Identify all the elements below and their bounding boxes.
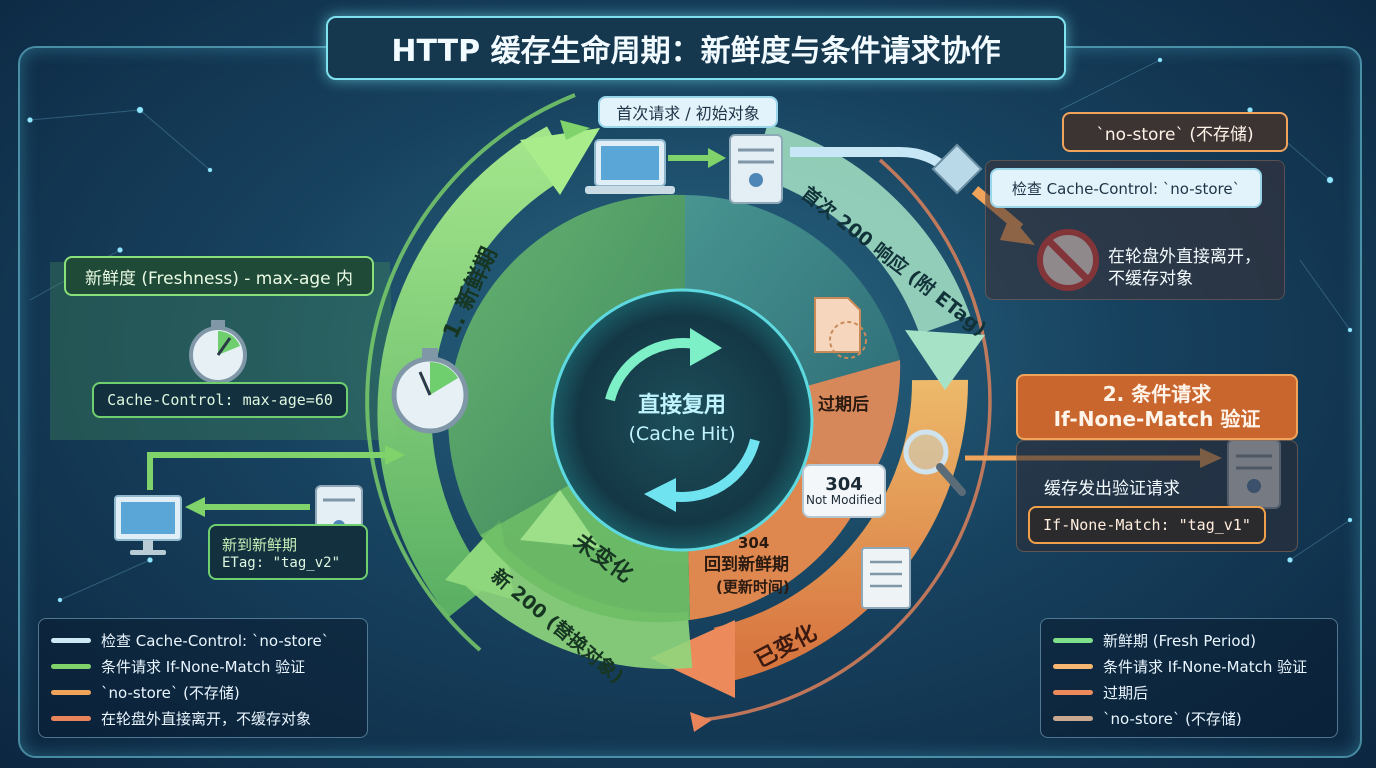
renew-box: 新到新鲜期 ETag: "tag_v2": [208, 524, 368, 580]
stopwatch-icon-large: [391, 348, 469, 434]
legend-label: 检查 Cache-Control: `no-store`: [101, 631, 330, 650]
back-fresh-line3: (更新时间): [716, 578, 790, 596]
back-fresh-line2: 回到新鲜期: [704, 554, 789, 575]
legend-swatch: [1053, 637, 1093, 643]
not-modified-badge: 304 Not Modified: [802, 464, 886, 518]
no-store-check: 检查 Cache-Control: `no-store`: [990, 168, 1262, 208]
legend-swatch: [1053, 689, 1093, 695]
legend-swatch: [1053, 663, 1093, 669]
fresh-arrowhead: [520, 128, 600, 195]
legend-left-item: 检查 Cache-Control: `no-store`: [51, 627, 355, 653]
freshness-header: Cache-Control: max-age=60: [92, 382, 348, 418]
conditional-header: If-None-Match: "tag_v1": [1028, 506, 1266, 544]
legend-label: 条件请求 If-None-Match 验证: [101, 657, 306, 676]
cycle-arrow-bottom: [663, 438, 760, 502]
renew-line2: ETag: "tag_v2": [222, 554, 341, 571]
initial-request-label: 首次请求 / 初始对象: [598, 96, 778, 128]
laptop-icon: [585, 139, 675, 194]
document-icon-changed: [861, 547, 911, 609]
legend-swatch: [1053, 715, 1093, 721]
legend-swatch: [51, 689, 91, 695]
center-disc: [550, 288, 814, 552]
document-icon-expired: [814, 297, 867, 359]
legend-left: 检查 Cache-Control: `no-store` 条件请求 If-Non…: [38, 618, 368, 738]
legend-right: 新鲜期 (Fresh Period) 条件请求 If-None-Match 验证…: [1040, 618, 1338, 738]
legend-label: `no-store` (不存储): [101, 683, 240, 702]
not-modified-code: 304: [825, 473, 863, 495]
legend-swatch: [51, 637, 91, 643]
cycle-arrow-top: [605, 338, 702, 402]
legend-left-item: `no-store` (不存储): [51, 679, 355, 705]
legend-right-item: 新鲜期 (Fresh Period): [1053, 627, 1325, 653]
legend-right-item: `no-store` (不存储): [1053, 705, 1325, 731]
expired-label: 过期后: [818, 395, 869, 415]
renew-line1: 新到新鲜期: [222, 535, 298, 554]
legend-swatch: [51, 663, 91, 669]
legend-label: `no-store` (不存储): [1103, 709, 1242, 728]
legend-left-item: 在轮盘外直接离开，不缓存对象: [51, 705, 355, 731]
conditional-title-line1: 2. 条件请求: [1102, 382, 1212, 406]
no-store-tag: `no-store` (不存储): [1062, 112, 1288, 152]
no-store-leave-line2: 不缓存对象: [1108, 269, 1193, 289]
center-line2: (Cache Hit): [629, 423, 736, 445]
server-icon-top: [729, 134, 783, 204]
conditional-title: 2. 条件请求 If-None-Match 验证: [1016, 374, 1298, 440]
not-modified-text: Not Modified: [805, 493, 883, 508]
conditional-title-line2: If-None-Match 验证: [1053, 407, 1261, 431]
freshness-label: 新鲜度 (Freshness) - max-age 内: [64, 256, 374, 296]
conditional-send: 缓存发出验证请求: [1044, 479, 1180, 499]
legend-label: 过期后: [1103, 683, 1149, 702]
center-line1: 直接复用: [638, 392, 726, 418]
outer-arc-first-200: [751, 124, 971, 335]
monitor-icon: [114, 495, 182, 555]
legend-label: 条件请求 If-None-Match 验证: [1103, 657, 1308, 676]
no-store-leave-line1: 在轮盘外直接离开，: [1108, 247, 1261, 267]
legend-left-item: 条件请求 If-None-Match 验证: [51, 653, 355, 679]
stopwatch-icon-small: [189, 320, 247, 384]
outer-arc-fresh: [377, 126, 574, 617]
legend-right-item: 条件请求 If-None-Match 验证: [1053, 653, 1325, 679]
legend-right-item: 过期后: [1053, 679, 1325, 705]
page-title: HTTP 缓存生命周期：新鲜度与条件请求协作: [326, 16, 1066, 80]
magnifier-icon: [903, 429, 966, 496]
diamond-icon: [931, 143, 983, 195]
legend-swatch: [51, 715, 91, 721]
back-fresh-line1: 304: [738, 534, 769, 552]
legend-label: 新鲜期 (Fresh Period): [1103, 631, 1256, 650]
changed-arrowhead: [650, 620, 735, 698]
legend-label: 在轮盘外直接离开，不缓存对象: [101, 709, 312, 728]
